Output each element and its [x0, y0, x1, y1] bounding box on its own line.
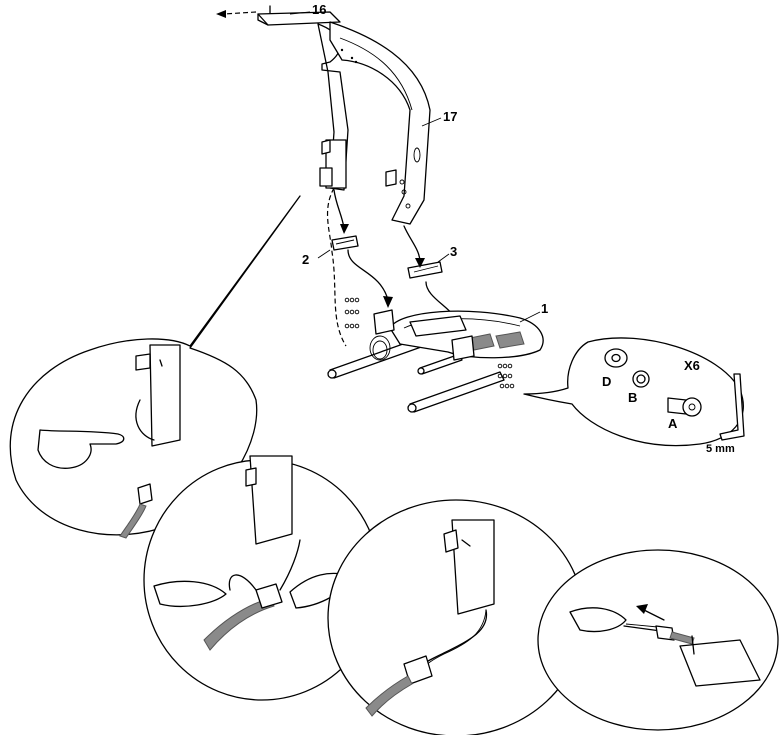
bracket-3	[408, 262, 442, 278]
detail-bubble-4	[538, 550, 778, 730]
label-part-16: 16	[312, 2, 326, 17]
label-quantity: X6	[684, 358, 700, 373]
label-part-2: 2	[302, 252, 309, 267]
direction-arrow-dashed	[216, 10, 256, 18]
washer-b	[633, 371, 649, 387]
label-part-a: A	[668, 416, 678, 431]
label-part-17: 17	[443, 109, 457, 124]
label-tool-size: 5 mm	[706, 443, 735, 455]
label-part-b: B	[628, 390, 637, 405]
base-frame	[328, 310, 543, 412]
bolts-left	[345, 298, 359, 328]
leader-3	[438, 254, 449, 262]
label-part-3: 3	[450, 244, 457, 259]
console-cable-dashed	[328, 188, 346, 346]
handlebar-upright-assembly	[258, 6, 430, 224]
bracket-2	[332, 236, 358, 250]
label-part-d: D	[602, 374, 611, 389]
washer-d	[605, 349, 627, 367]
leader-2	[318, 250, 330, 258]
label-part-1: 1	[541, 301, 548, 316]
leader-1	[520, 312, 540, 322]
